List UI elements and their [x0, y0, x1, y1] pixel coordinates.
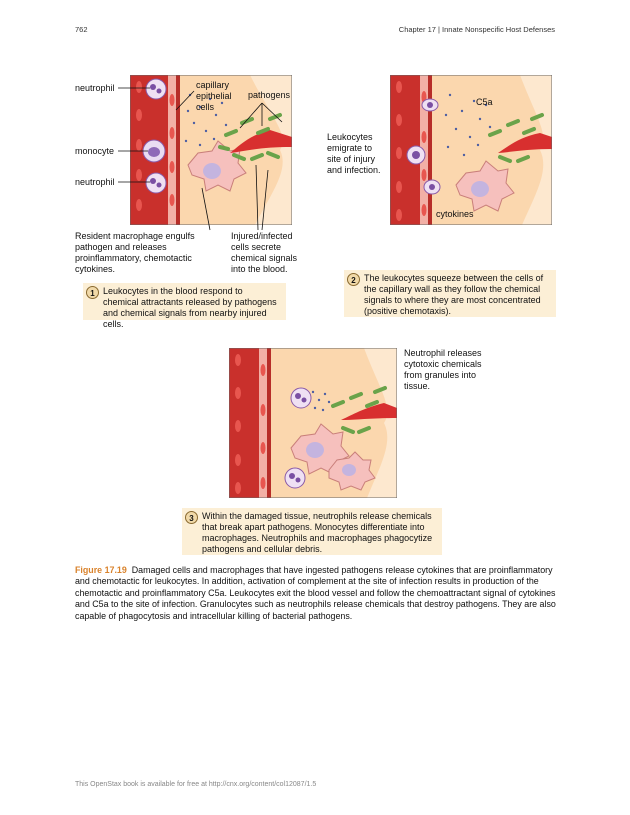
panel3-illustration [229, 348, 397, 498]
panel1-illustration [130, 75, 292, 225]
label-c5a: C5a [476, 97, 493, 107]
step2-callout: 2 The leukocytes squeeze between the cel… [344, 270, 556, 317]
figure-caption-text: Damaged cells and macrophages that have … [75, 565, 556, 621]
label-monocyte: monocyte [75, 146, 115, 156]
step1-text: Leukocytes in the blood respond to chemi… [103, 286, 277, 329]
label-neutrophil-releases: Neutrophil releases cytotoxic chemicals … [404, 348, 482, 391]
neutrophil-cell [145, 78, 167, 194]
chapter-title: Chapter 17 | Innate Nonspecific Host Def… [398, 25, 555, 34]
label-neutrophil-top: neutrophil [75, 83, 115, 93]
label-neutrophil-bottom: neutrophil [75, 177, 115, 187]
panel2-illustration [390, 75, 552, 225]
step3-text: Within the damaged tissue, neutrophils r… [202, 511, 433, 554]
page-footer: This OpenStax book is available for free… [75, 781, 317, 788]
step3-callout: 3 Within the damaged tissue, neutrophils… [182, 508, 442, 555]
step3-number: 3 [185, 511, 198, 524]
step1-number: 1 [86, 286, 99, 299]
step2-number: 2 [347, 273, 360, 286]
page-number: 762 [75, 25, 88, 34]
label-cytokines: cytokines [436, 209, 474, 219]
label-leukocytes-emigrate: Leukocytes emigrate to site of injury an… [327, 132, 381, 175]
label-capillary-cells: capillary epithelial cells [196, 80, 232, 112]
step2-text: The leukocytes squeeze between the cells… [364, 273, 544, 316]
label-pathogens: pathogens [248, 90, 291, 100]
figure-caption: Figure 17.19 Damaged cells and macrophag… [75, 565, 559, 622]
label-resident-macrophage: Resident macrophage engulfs pathogen and… [75, 231, 195, 274]
step1-callout: 1 Leukocytes in the blood respond to che… [83, 283, 286, 329]
label-injured-cells: Injured/infected cells secrete chemical … [231, 231, 298, 274]
figure-label: Figure 17.19 [75, 565, 127, 575]
